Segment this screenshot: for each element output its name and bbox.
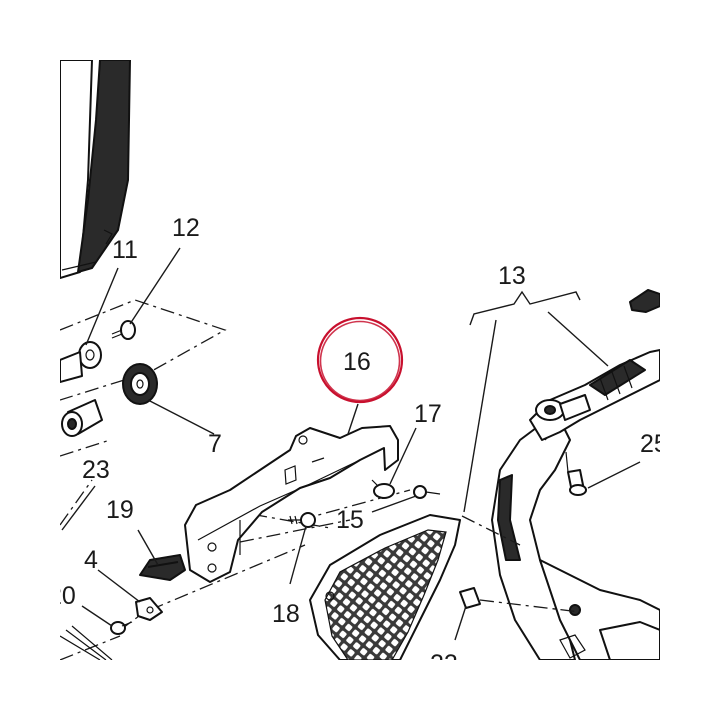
clip-12: [111, 320, 136, 340]
bracket-16: [184, 425, 399, 583]
highlight-circle: [316, 316, 404, 404]
callout-18: 18: [272, 600, 300, 628]
callout-15: 15: [336, 506, 364, 534]
callout-20: 20: [48, 582, 76, 610]
callout-19: 19: [106, 496, 134, 524]
screw-18: [288, 512, 316, 528]
frame-structure: [491, 419, 660, 660]
plug-17: [371, 479, 395, 499]
leader-lines: [61, 247, 641, 641]
callout-23: 23: [82, 456, 110, 484]
vent-grille: [60, 625, 113, 660]
callout-labels: 11 12 7 13 16 17 23 19 4 20 15 18 25 22: [48, 214, 668, 678]
washer-11: [60, 341, 102, 383]
assembly-lines-right: [461, 515, 581, 613]
nut-plate-4: [135, 597, 163, 621]
callout-25: 25: [640, 430, 668, 458]
bushing: [61, 399, 103, 437]
callout-11: 11: [112, 236, 138, 264]
bracket-13: [529, 289, 660, 441]
screw-20: [110, 621, 133, 635]
clamp-19: [139, 554, 186, 581]
fairing-panel: [60, 60, 131, 279]
callout-7: 7: [208, 430, 222, 458]
clip-22: [459, 587, 481, 609]
callout-17: 17: [414, 400, 442, 428]
callout-13: 13: [498, 262, 526, 290]
callout-12: 12: [172, 214, 200, 242]
mesh-duct: [309, 514, 461, 660]
screw-25: [565, 451, 587, 496]
grommet-7: [122, 363, 158, 405]
callout-4: 4: [84, 546, 98, 574]
screw-15: [413, 485, 441, 499]
callout-16: 16: [343, 348, 371, 376]
callout-22: 22: [430, 650, 458, 678]
